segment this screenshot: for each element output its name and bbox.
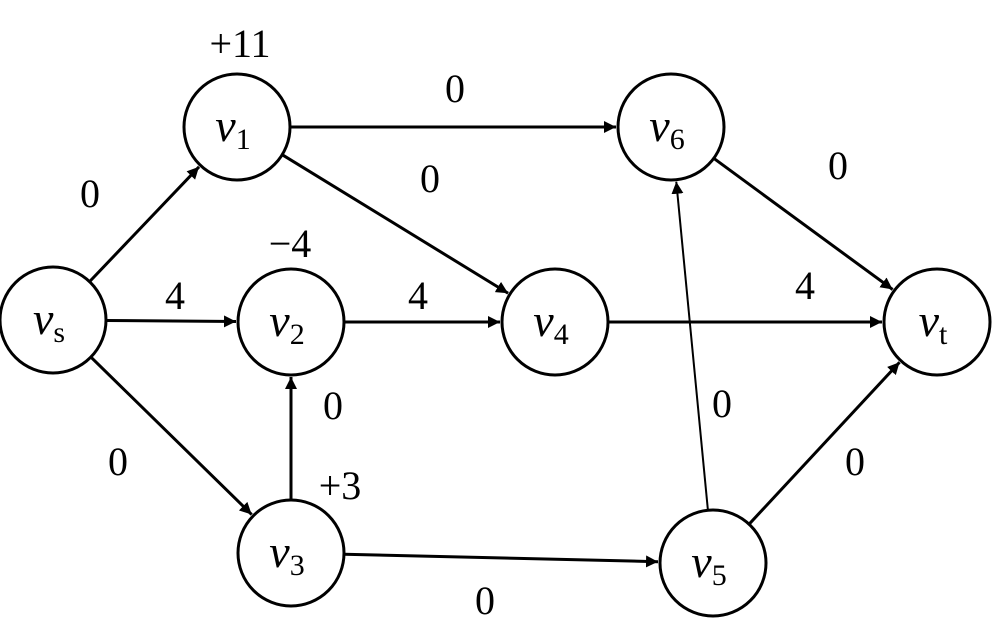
node-sub-vs: s	[53, 316, 65, 349]
node-sub-v4: 4	[554, 318, 569, 351]
node-label-v5: v5	[691, 536, 726, 592]
edge-v6-vt	[712, 157, 894, 291]
edge-vs-v1	[88, 165, 201, 283]
node-potential-v3: +3	[319, 463, 362, 508]
node-label-v4: v4	[533, 295, 568, 351]
node-sub-v3: 3	[290, 549, 305, 582]
node-circle-v4	[500, 267, 610, 377]
node-label-v2: v2	[269, 295, 304, 351]
node-circle-v2	[236, 267, 346, 377]
edge-label-v2-v4: 4	[408, 273, 428, 318]
node-v5: v5	[658, 508, 768, 618]
edges-layer	[88, 121, 901, 568]
edge-vs-v3	[89, 356, 253, 516]
node-label-v3: v3	[269, 526, 304, 582]
node-sub-vt: t	[939, 318, 948, 351]
node-base-v6: v	[649, 100, 670, 151]
edge-label-v5-vt: 0	[845, 439, 865, 484]
node-base-v4: v	[533, 295, 554, 346]
node-label-v6: v6	[649, 100, 684, 156]
node-v2: v2	[236, 267, 346, 377]
node-sub-v5: 5	[712, 559, 727, 592]
node-label-vs: vs	[33, 293, 65, 349]
node-circle-v5	[658, 508, 768, 618]
node-base-v5: v	[691, 536, 712, 587]
edge-label-v6-vt: 0	[828, 143, 848, 188]
edge-label-v5-v6: 0	[712, 381, 732, 426]
edge-v1-v4	[281, 153, 509, 295]
node-base-v1: v	[215, 100, 236, 151]
node-label-v1: v1	[215, 100, 250, 156]
node-circle-v3	[236, 498, 346, 608]
edge-label-vs-v2: 4	[165, 273, 185, 318]
node-sub-v1: 1	[236, 123, 251, 156]
edge-v5-v6	[671, 181, 709, 511]
node-v1: v1	[182, 72, 292, 182]
node-potential-v1: +11	[209, 21, 270, 66]
node-sub-v2: 2	[290, 318, 305, 351]
edge-label-v3-v5: 0	[475, 578, 495, 623]
node-circle-vs	[0, 265, 108, 375]
node-v4: v4	[500, 267, 610, 377]
node-circle-v1	[182, 72, 292, 182]
node-vs: vs	[0, 265, 108, 375]
edge-v3-v5	[343, 552, 659, 568]
node-base-vs: v	[33, 293, 54, 344]
node-v3: v3	[236, 498, 346, 608]
edge-label-vs-v1: 0	[80, 171, 100, 216]
node-sub-v6: 6	[670, 123, 685, 156]
edge-label-v1-v4: 0	[420, 156, 440, 201]
node-potential-v2: −4	[269, 221, 312, 266]
edge-vs-v2	[105, 315, 237, 328]
node-base-vt: v	[919, 295, 940, 346]
edge-label-vs-v3: 0	[108, 439, 128, 484]
node-circle-vt	[882, 267, 992, 377]
edge-label-v4-vt: 4	[795, 263, 815, 308]
node-label-vt: vt	[919, 295, 948, 351]
edge-label-v1-v6: 0	[445, 66, 465, 111]
edge-v5-vt	[747, 361, 901, 526]
node-base-v2: v	[269, 295, 290, 346]
node-base-v3: v	[269, 526, 290, 577]
node-vt: vt	[882, 267, 992, 377]
node-circle-v6	[616, 72, 726, 182]
node-v6: v6	[616, 72, 726, 182]
edge-label-v3-v2: 0	[323, 383, 343, 428]
